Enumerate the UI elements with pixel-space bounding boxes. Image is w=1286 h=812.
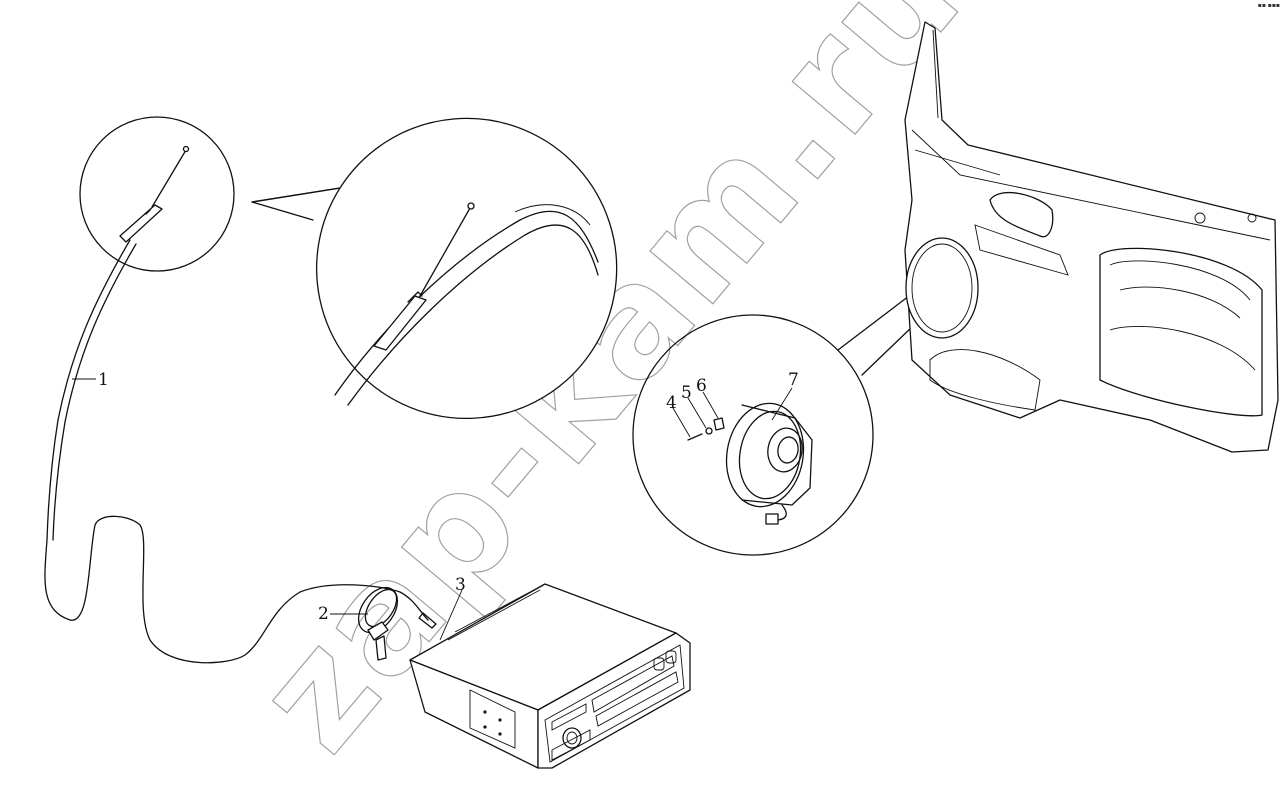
antenna-detail-large [251, 117, 618, 420]
callout-7: 7 [788, 370, 799, 390]
callout-5: 5 [681, 383, 692, 403]
callout-4: 4 [666, 393, 677, 413]
callout-6: 6 [696, 376, 707, 396]
callout-labels: 1 2 3 4 5 6 7 [98, 370, 799, 624]
speaker-detail [632, 279, 941, 556]
door-trim-panel [904, 21, 1279, 453]
antenna-detail-small [79, 116, 235, 272]
corner-mark: ▪▪ ▪▪▪ [1257, 2, 1280, 9]
radio-head-unit [409, 583, 691, 769]
leader-lines [72, 378, 793, 641]
callout-2: 2 [318, 604, 329, 624]
cable-clamp [357, 586, 437, 661]
callout-3: 3 [455, 575, 466, 595]
antenna-cable [44, 239, 429, 664]
callout-1: 1 [98, 370, 109, 390]
